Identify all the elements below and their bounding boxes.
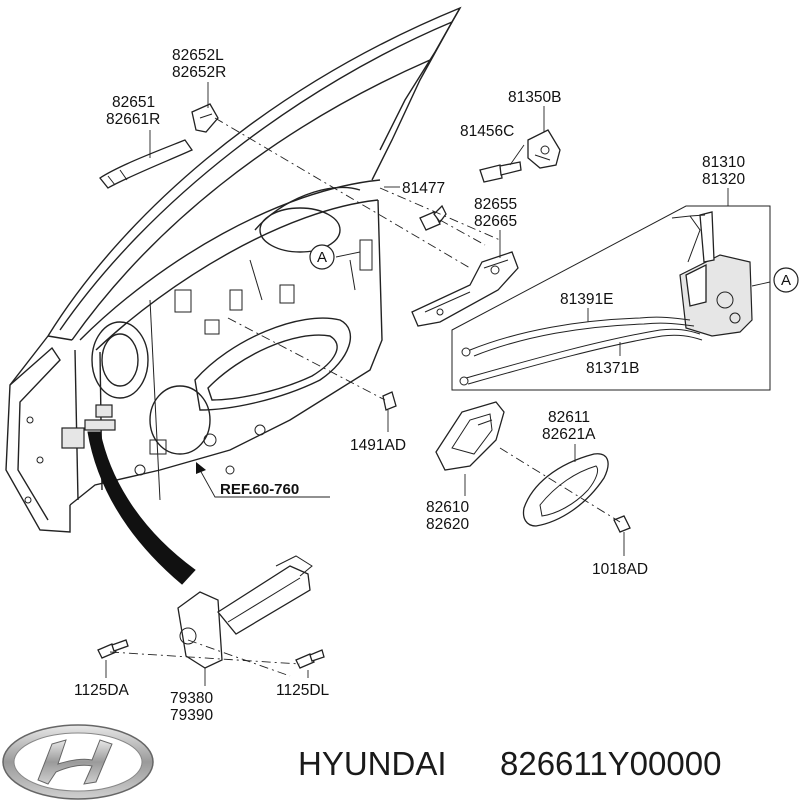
label-82610: 82610: [426, 499, 469, 516]
label-79390: 79390: [170, 707, 213, 724]
handle-bezel: [522, 453, 609, 527]
handle-cover: [191, 103, 219, 133]
bolt-81456C: [479, 161, 522, 183]
hyundai-logo-icon: [2, 724, 154, 800]
latch-assembly-box: [451, 205, 771, 391]
label-81371B: 81371B: [586, 360, 639, 377]
inside-handle: [435, 401, 505, 471]
label-81320: 81320: [702, 171, 745, 188]
bolt-81477: [419, 204, 447, 231]
label-81456C: 81456C: [460, 123, 514, 140]
door-frame: [5, 6, 462, 533]
callout-a-door: [309, 244, 335, 270]
ref-arrow: [196, 462, 330, 498]
label-81310: 81310: [702, 154, 745, 171]
callout-a-latch: [773, 267, 799, 293]
bolt-1125DL: [295, 649, 325, 669]
label-81477: 81477: [402, 180, 445, 197]
alignment-lines: [109, 117, 621, 677]
label-82652L: 82652L: [172, 47, 224, 64]
door-checker: [177, 555, 313, 669]
label-1125DA: 1125DA: [74, 682, 130, 699]
handle-bracket: [411, 251, 519, 327]
label-79380: 79380: [170, 690, 213, 707]
callout-a-door-label: A: [317, 249, 327, 266]
label-82652R: 82652R: [172, 64, 226, 81]
striker: [527, 129, 561, 169]
clip-1491AD: [382, 391, 397, 411]
label-1491AD: 1491AD: [350, 437, 406, 454]
bolt-1125DA: [97, 639, 129, 659]
label-82665: 82665: [474, 213, 517, 230]
label-82655: 82655: [474, 196, 517, 213]
label-1018AD: 1018AD: [592, 561, 648, 578]
label-81350B: 81350B: [508, 89, 561, 106]
label-82620: 82620: [426, 516, 469, 533]
label-81391E: 81391E: [560, 291, 613, 308]
label-ref: REF.60-760: [220, 481, 299, 498]
wiring-strip: [87, 431, 196, 585]
screw-1018AD: [613, 515, 631, 533]
label-82621A: 82621A: [542, 426, 596, 443]
label-1125DL: 1125DL: [276, 682, 330, 699]
brand-name: HYUNDAI: [298, 745, 447, 782]
callout-a-latch-label: A: [781, 272, 791, 289]
part-labels: 82652L 82652R 82651 82661R 81350B 81456C…: [74, 47, 745, 724]
outside-handle: [99, 139, 193, 189]
label-82661R: 82661R: [106, 111, 160, 128]
label-82651: 82651: [112, 94, 155, 111]
leader-lines: [105, 82, 771, 686]
label-82611: 82611: [548, 409, 590, 426]
part-number: 826611Y00000: [500, 745, 721, 782]
